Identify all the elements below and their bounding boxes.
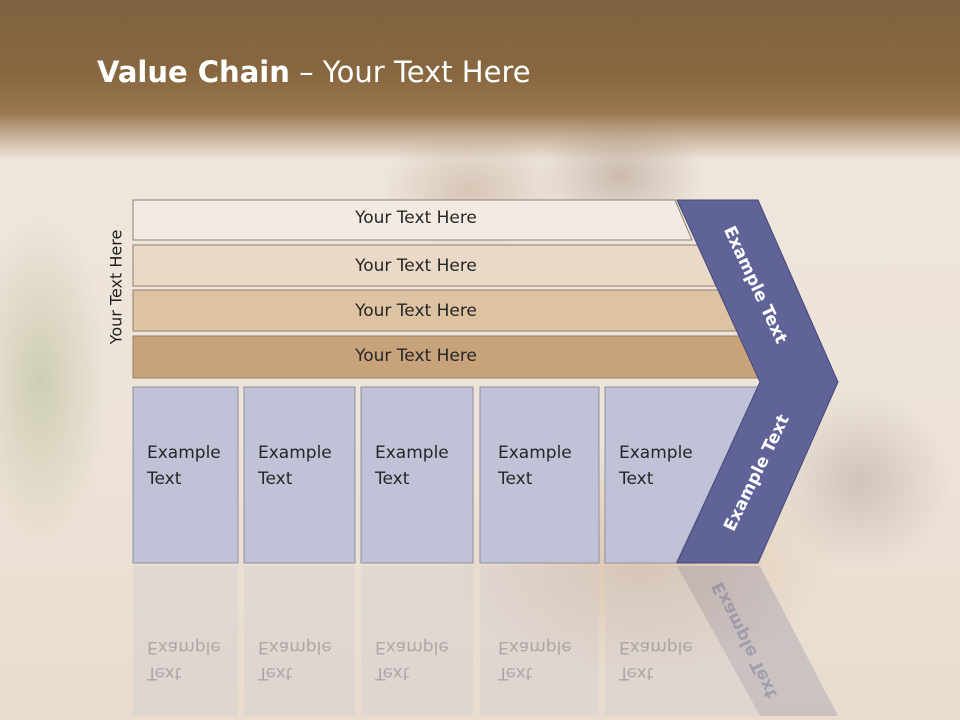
title-bold: Value Chain (97, 55, 290, 89)
chevron-arrow (676, 199, 839, 564)
bar-1-label: Your Text Here (355, 208, 477, 228)
title-rest: – Your Text Here (289, 55, 531, 89)
cell-1-box (132, 386, 239, 564)
title-band (0, 0, 960, 160)
cell-5-line2: Text (619, 469, 654, 489)
cell-2-line1: Example (258, 443, 332, 463)
bar-1 (132, 199, 693, 241)
cell-4-box (479, 386, 600, 564)
cell-2-line2: Text (258, 469, 293, 489)
cell-5-box (604, 386, 761, 564)
bar-2-label: Your Text Here (355, 256, 477, 276)
slide-title: Value Chain – Your Text Here (97, 55, 531, 89)
cell-3-line2: Text (375, 469, 410, 489)
cell-1-line1: Example (147, 443, 221, 463)
cells-reflection (133, 566, 838, 716)
cell-4-line1: Example (498, 443, 572, 463)
cell-4-line2: Text (498, 469, 533, 489)
cell-3-line1: Example (375, 443, 449, 463)
cell-5-line1: Example (619, 443, 693, 463)
cell-3-box (360, 386, 474, 564)
cell-2-box (243, 386, 356, 564)
cell-1-line2: Text (147, 469, 182, 489)
bar-4-label: Your Text Here (355, 346, 477, 366)
bar-3-label: Your Text Here (355, 301, 477, 321)
